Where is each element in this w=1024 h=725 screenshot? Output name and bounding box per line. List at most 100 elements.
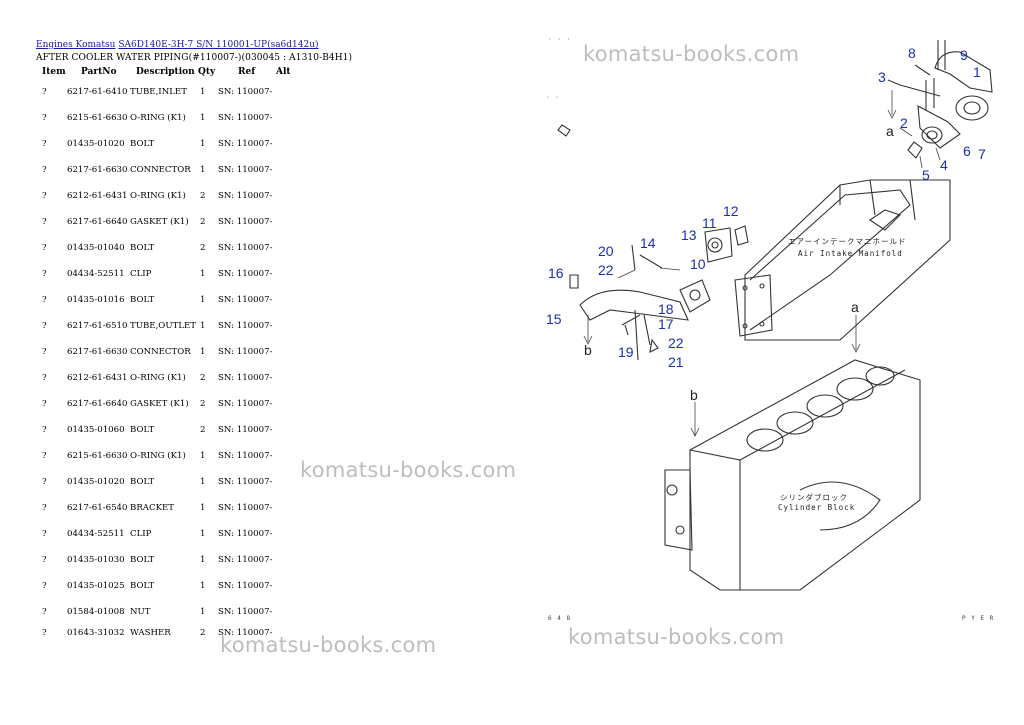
cell-partno: 01643-31032 bbox=[67, 628, 125, 638]
cell-item: ? bbox=[42, 87, 47, 97]
cell-qty: 1 bbox=[200, 607, 206, 617]
cell-qty: 1 bbox=[200, 451, 206, 461]
cell-qty: 1 bbox=[200, 581, 206, 591]
callout-3: 3 bbox=[878, 69, 886, 85]
inlet-tube-drawing bbox=[887, 40, 993, 159]
cell-item: ? bbox=[42, 607, 47, 617]
cell-qty: 1 bbox=[200, 87, 206, 97]
cell-qty: 1 bbox=[200, 113, 206, 123]
callout-22a: 22 bbox=[598, 262, 614, 278]
cell-item: ? bbox=[42, 477, 47, 487]
cell-partno: 6212-61-6431 bbox=[67, 191, 128, 201]
cell-item: ? bbox=[42, 113, 47, 123]
callout-15: 15 bbox=[546, 311, 562, 327]
callout-17: 17 bbox=[658, 316, 674, 332]
cell-partno: 01435-01025 bbox=[67, 581, 125, 591]
cell-qty: 1 bbox=[200, 321, 206, 331]
leader-lines bbox=[583, 90, 941, 437]
cell-qty: 2 bbox=[200, 399, 206, 409]
callout-2: 2 bbox=[900, 115, 908, 131]
cell-item: ? bbox=[42, 191, 47, 201]
cell-ref: SN: 110007- bbox=[218, 373, 273, 383]
cell-partno: 01435-01040 bbox=[67, 243, 125, 253]
cell-ref: SN: 110007- bbox=[218, 451, 273, 461]
col-header-qty: Qty bbox=[198, 67, 216, 77]
col-header-ref: Ref bbox=[238, 67, 256, 77]
ref-b-tube: b bbox=[584, 342, 592, 358]
cell-ref: SN: 110007- bbox=[218, 555, 273, 565]
cell-item: ? bbox=[42, 529, 47, 539]
cell-qty: 1 bbox=[200, 347, 206, 357]
cell-item: ? bbox=[42, 581, 47, 591]
cell-ref: SN: 110007- bbox=[218, 529, 273, 539]
callout-19: 19 bbox=[618, 344, 634, 360]
cell-qty: 2 bbox=[200, 425, 206, 435]
cell-partno: 6217-61-6540 bbox=[67, 503, 128, 513]
cell-item: ? bbox=[42, 373, 47, 383]
cell-qty: 1 bbox=[200, 165, 206, 175]
callout-1: 1 bbox=[973, 64, 981, 80]
manifold-en-label: Air Intake Manifold bbox=[798, 249, 903, 258]
ref-b-block: b bbox=[690, 387, 698, 403]
cell-qty: 1 bbox=[200, 555, 206, 565]
cell-ref: SN: 110007- bbox=[218, 425, 273, 435]
diagram-side-mark: · · bbox=[546, 94, 560, 101]
cell-ref: SN: 110007- bbox=[218, 347, 273, 357]
cell-ref: SN: 110007- bbox=[218, 399, 273, 409]
breadcrumb-link-model[interactable]: SA6D140E-3H-7 S/N 110001-UP(sa6d142u) bbox=[118, 40, 319, 50]
cell-ref: SN: 110007- bbox=[218, 217, 273, 227]
cell-partno: 01435-01020 bbox=[67, 477, 125, 487]
cell-partno: 6217-61-6630 bbox=[67, 165, 128, 175]
cell-ref: SN: 110007- bbox=[218, 581, 273, 591]
cell-description: CLIP bbox=[130, 529, 152, 539]
cell-partno: 01435-01030 bbox=[67, 555, 125, 565]
exploded-parts-diagram: エアーインテークマニホールド Air Intake Manifold シリンダブ… bbox=[546, 40, 993, 591]
intake-manifold-drawing bbox=[734, 179, 951, 341]
cell-qty: 1 bbox=[200, 295, 206, 305]
callout-7: 7 bbox=[978, 146, 986, 162]
breadcrumb-link-engines[interactable]: Engines Komatsu bbox=[36, 40, 116, 50]
callout-20: 20 bbox=[598, 243, 614, 259]
cell-item: ? bbox=[42, 347, 47, 357]
callout-4: 4 bbox=[940, 157, 948, 173]
callout-12: 12 bbox=[723, 203, 739, 219]
callout-14: 14 bbox=[640, 235, 656, 251]
callout-18: 18 bbox=[658, 301, 674, 317]
manifold-jp-label: エアーインテークマニホールド bbox=[788, 237, 907, 246]
cell-partno: 6217-61-6630 bbox=[67, 347, 128, 357]
ref-a-block: a bbox=[851, 299, 859, 315]
cell-qty: 2 bbox=[200, 191, 206, 201]
cell-partno: 01435-01020 bbox=[67, 139, 125, 149]
col-header-item: Item bbox=[42, 67, 66, 77]
cell-item: ? bbox=[42, 425, 47, 435]
cell-item: ? bbox=[42, 269, 47, 279]
callout-13: 13 bbox=[681, 227, 697, 243]
cell-qty: 2 bbox=[200, 243, 206, 253]
cell-ref: SN: 110007- bbox=[218, 503, 273, 513]
cell-item: ? bbox=[42, 165, 47, 175]
cell-qty: 2 bbox=[200, 628, 206, 638]
cell-description: BOLT bbox=[130, 243, 155, 253]
col-header-partno: PartNo bbox=[81, 67, 117, 77]
ref-a-top: a bbox=[886, 123, 894, 139]
cell-qty: 1 bbox=[200, 503, 206, 513]
cell-description: O-RING (K1) bbox=[130, 113, 186, 123]
diagram-top-marks: · · · bbox=[548, 36, 572, 43]
cylinder-block-drawing bbox=[664, 359, 921, 591]
block-en-label: Cylinder Block bbox=[778, 503, 855, 512]
cell-partno: 6217-61-6640 bbox=[67, 217, 128, 227]
cell-partno: 6217-61-6640 bbox=[67, 399, 128, 409]
cell-ref: SN: 110007- bbox=[218, 139, 273, 149]
cell-qty: 1 bbox=[200, 529, 206, 539]
cell-ref: SN: 110007- bbox=[218, 607, 273, 617]
cell-qty: 1 bbox=[200, 269, 206, 279]
cell-description: O-RING (K1) bbox=[130, 451, 186, 461]
cell-ref: SN: 110007- bbox=[218, 295, 273, 305]
col-header-description: Description bbox=[136, 67, 195, 77]
cell-description: BOLT bbox=[130, 555, 155, 565]
cell-partno: 01584-01008 bbox=[67, 607, 125, 617]
cell-description: GASKET (K1) bbox=[130, 399, 189, 409]
cell-partno: 6217-61-6410 bbox=[67, 87, 128, 97]
page-title: AFTER COOLER WATER PIPING(#110007-)(0300… bbox=[36, 53, 353, 63]
cell-description: NUT bbox=[130, 607, 151, 617]
